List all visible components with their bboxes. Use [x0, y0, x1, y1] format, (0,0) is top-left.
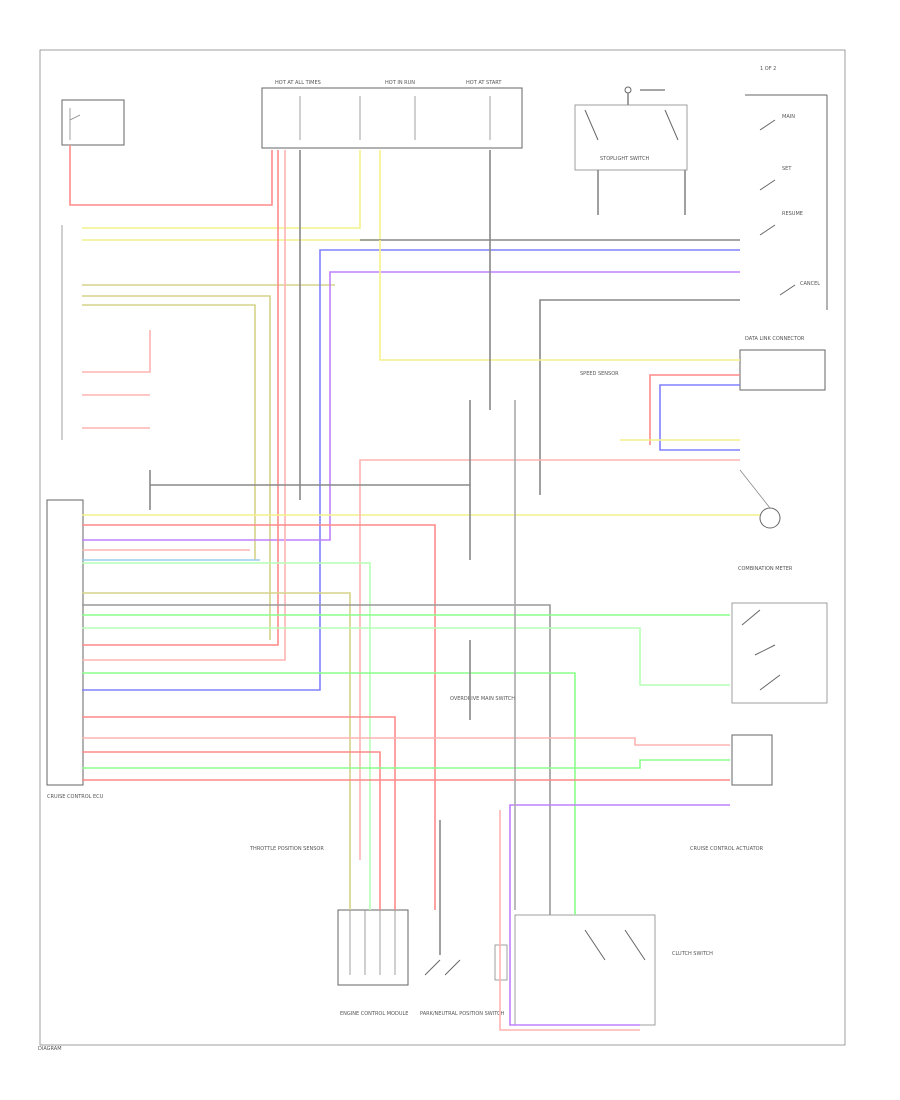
wire-violet-actuator: [509, 804, 730, 1026]
actuator-label: CRUISE CONTROL ACTUATOR: [690, 846, 764, 852]
wire-yellow-right: [379, 240, 740, 361]
stoplight-switch-label: STOPLIGHT SWITCH: [600, 156, 650, 162]
engine-ecu-label: ENGINE CONTROL MODULE: [340, 1011, 408, 1017]
wire-blue-dl: [659, 384, 740, 451]
wire-olive-3: [82, 304, 256, 560]
hot-at-start-label: HOT AT START: [466, 80, 502, 86]
clutch-switch-label: CLUTCH SWITCH: [672, 951, 713, 957]
hot-in-run-label: HOT IN RUN: [385, 80, 415, 86]
cruise-switch-set-label: SET: [782, 166, 792, 172]
footer-label: DIAGRAM: [38, 1046, 62, 1052]
wire-blue-1: [82, 249, 740, 691]
wire-yellow-1: [82, 150, 361, 229]
page-title: 1 OF 2: [760, 66, 776, 72]
wire-pink-dl: [359, 459, 740, 860]
wire-red-ecu-low2: [82, 751, 381, 910]
clutch-switch: [494, 914, 656, 1026]
wire-pink-ecu-low: [82, 737, 730, 746]
park-neutral-label: PARK/NEUTRAL POSITION SWITCH: [420, 1011, 504, 1017]
wire-olive-2: [82, 295, 271, 640]
wire-red-ecu-1: [82, 524, 436, 910]
wire-lightgreen-ecu: [82, 562, 371, 910]
combination-meter: [739, 469, 781, 529]
throttle-sensor-label: THROTTLE POSITION SENSOR: [249, 846, 324, 852]
wire-red-top: [69, 145, 273, 206]
wire-green-ecu-3: [82, 672, 576, 915]
wire-pink-left-1: [82, 330, 151, 373]
wire-gray-ecu-1: [82, 604, 551, 915]
cruise-control-switch: [745, 94, 828, 310]
wire-olive-ecu: [82, 592, 351, 910]
relay-box-top-left: [61, 99, 125, 146]
wire-gray-2: [539, 299, 740, 495]
wire-gray-stop-1: [597, 170, 686, 215]
wire-gray-stop-top: [627, 89, 665, 105]
wire-green-ecu-2: [82, 627, 730, 686]
cruise-control-actuator: [731, 602, 828, 786]
engine-control-module: [337, 909, 409, 986]
combination-meter-label: COMBINATION METER: [738, 566, 793, 572]
stoplight-switch: [574, 86, 688, 171]
wire-red-dl-1: [649, 374, 740, 445]
overdrive-main-label: OVERDRIVE MAIN SWITCH: [450, 696, 515, 702]
cruise-switch-main-label: MAIN: [782, 114, 795, 120]
wire-gray-ecu-top: [149, 470, 470, 510]
cruise-switch-cancel-label: CANCEL: [800, 281, 820, 287]
cruise-control-ecu: [46, 225, 84, 786]
data-link-connector: [739, 349, 826, 391]
wire-green-ecu-low: [82, 759, 730, 769]
ecu-label: CRUISE CONTROL ECU: [47, 794, 104, 800]
wire-yellow-2: [82, 150, 381, 241]
wire-pink-long: [82, 150, 286, 661]
fuse-block: [261, 87, 523, 149]
park-neutral-switch: [424, 959, 461, 976]
wire-violet-1: [82, 271, 740, 541]
wire-pink-clutch: [499, 810, 640, 1031]
speed-sensor-label: SPEED SENSOR: [580, 371, 619, 377]
hot-at-all-times-label: HOT AT ALL TIMES: [275, 80, 321, 86]
cruise-switch-resume-label: RESUME: [782, 211, 803, 217]
diagram-frame: [39, 49, 846, 1046]
data-link-label: DATA LINK CONNECTOR: [745, 336, 805, 342]
wire-red-2: [82, 150, 279, 646]
wire-red-ecu-low: [82, 716, 396, 910]
